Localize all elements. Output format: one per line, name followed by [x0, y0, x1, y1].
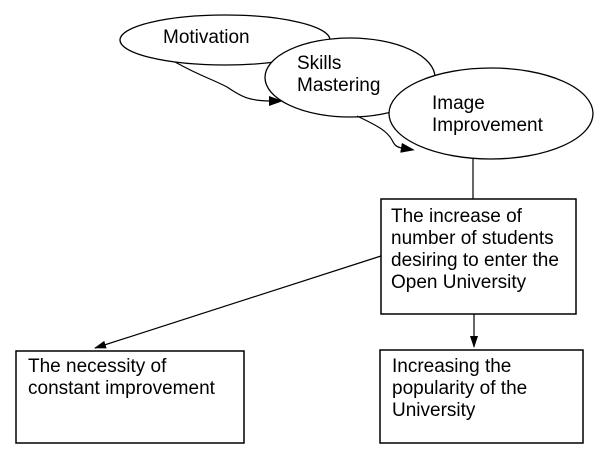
box-necessity-of-improvement-label: The necessity of constant improvement: [28, 356, 216, 399]
box-increasing-popularity-label: Increasing the popularity of the Univers…: [392, 356, 532, 421]
box-text-line: number of students: [391, 228, 554, 249]
box-text-line: desiring to enter the: [391, 250, 559, 271]
arrow-motivation-to-skills: [174, 61, 283, 106]
box-text-line: Open University: [391, 272, 527, 293]
bubble-motivation-label: Motivation: [163, 27, 250, 48]
box-increase-of-students: The increase of number of students desir…: [380, 198, 577, 315]
box-increase-of-students-rect: [380, 198, 577, 315]
bubble-skills-line: Skills: [297, 53, 341, 74]
box-increasing-popularity-rect: [379, 349, 584, 444]
bubble-image-improvement-ellipse: [388, 67, 594, 160]
bubble-image-line: Image: [432, 93, 485, 114]
box-text-line: constant improvement: [28, 378, 216, 399]
box-text-line: University: [392, 400, 476, 421]
box-necessity-of-improvement: The necessity of constant improvement: [15, 350, 245, 444]
box-increase-of-students-label: The increase of number of students desir…: [391, 206, 564, 293]
arrow-increase-to-necessity: [94, 255, 382, 349]
bubble-motivation-line: Motivation: [163, 27, 250, 48]
box-text-line: Increasing the: [392, 356, 511, 377]
bubble-mastering-line: Mastering: [297, 75, 380, 96]
bubble-image-improvement: [388, 67, 594, 160]
box-necessity-of-improvement-rect: [15, 350, 245, 444]
bubble-image-improvement-label: Image Improvement: [432, 93, 544, 136]
bubble-skills-mastering-label: Skills Mastering: [297, 53, 380, 96]
box-increasing-popularity: Increasing the popularity of the Univers…: [379, 349, 584, 444]
box-text-line: The necessity of: [28, 356, 167, 377]
arrow-skills-to-image: [356, 115, 415, 153]
box-text-line: The increase of: [391, 206, 523, 227]
bubble-improvement-line: Improvement: [432, 115, 544, 136]
box-text-line: popularity of the: [392, 378, 527, 399]
